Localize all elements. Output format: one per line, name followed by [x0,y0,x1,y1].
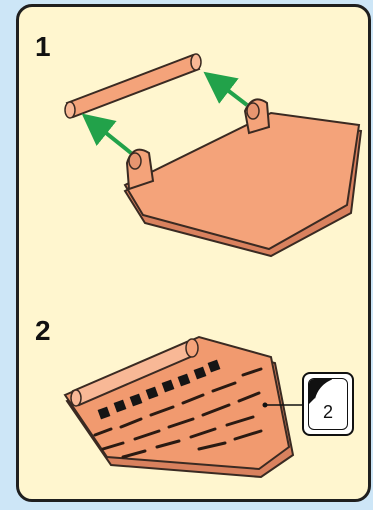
instruction-panel: 1 2 [16,4,371,502]
sticker-number: 2 [309,402,347,423]
sticker-callout: 2 [302,372,354,436]
sticker-icon: 2 [308,378,348,430]
